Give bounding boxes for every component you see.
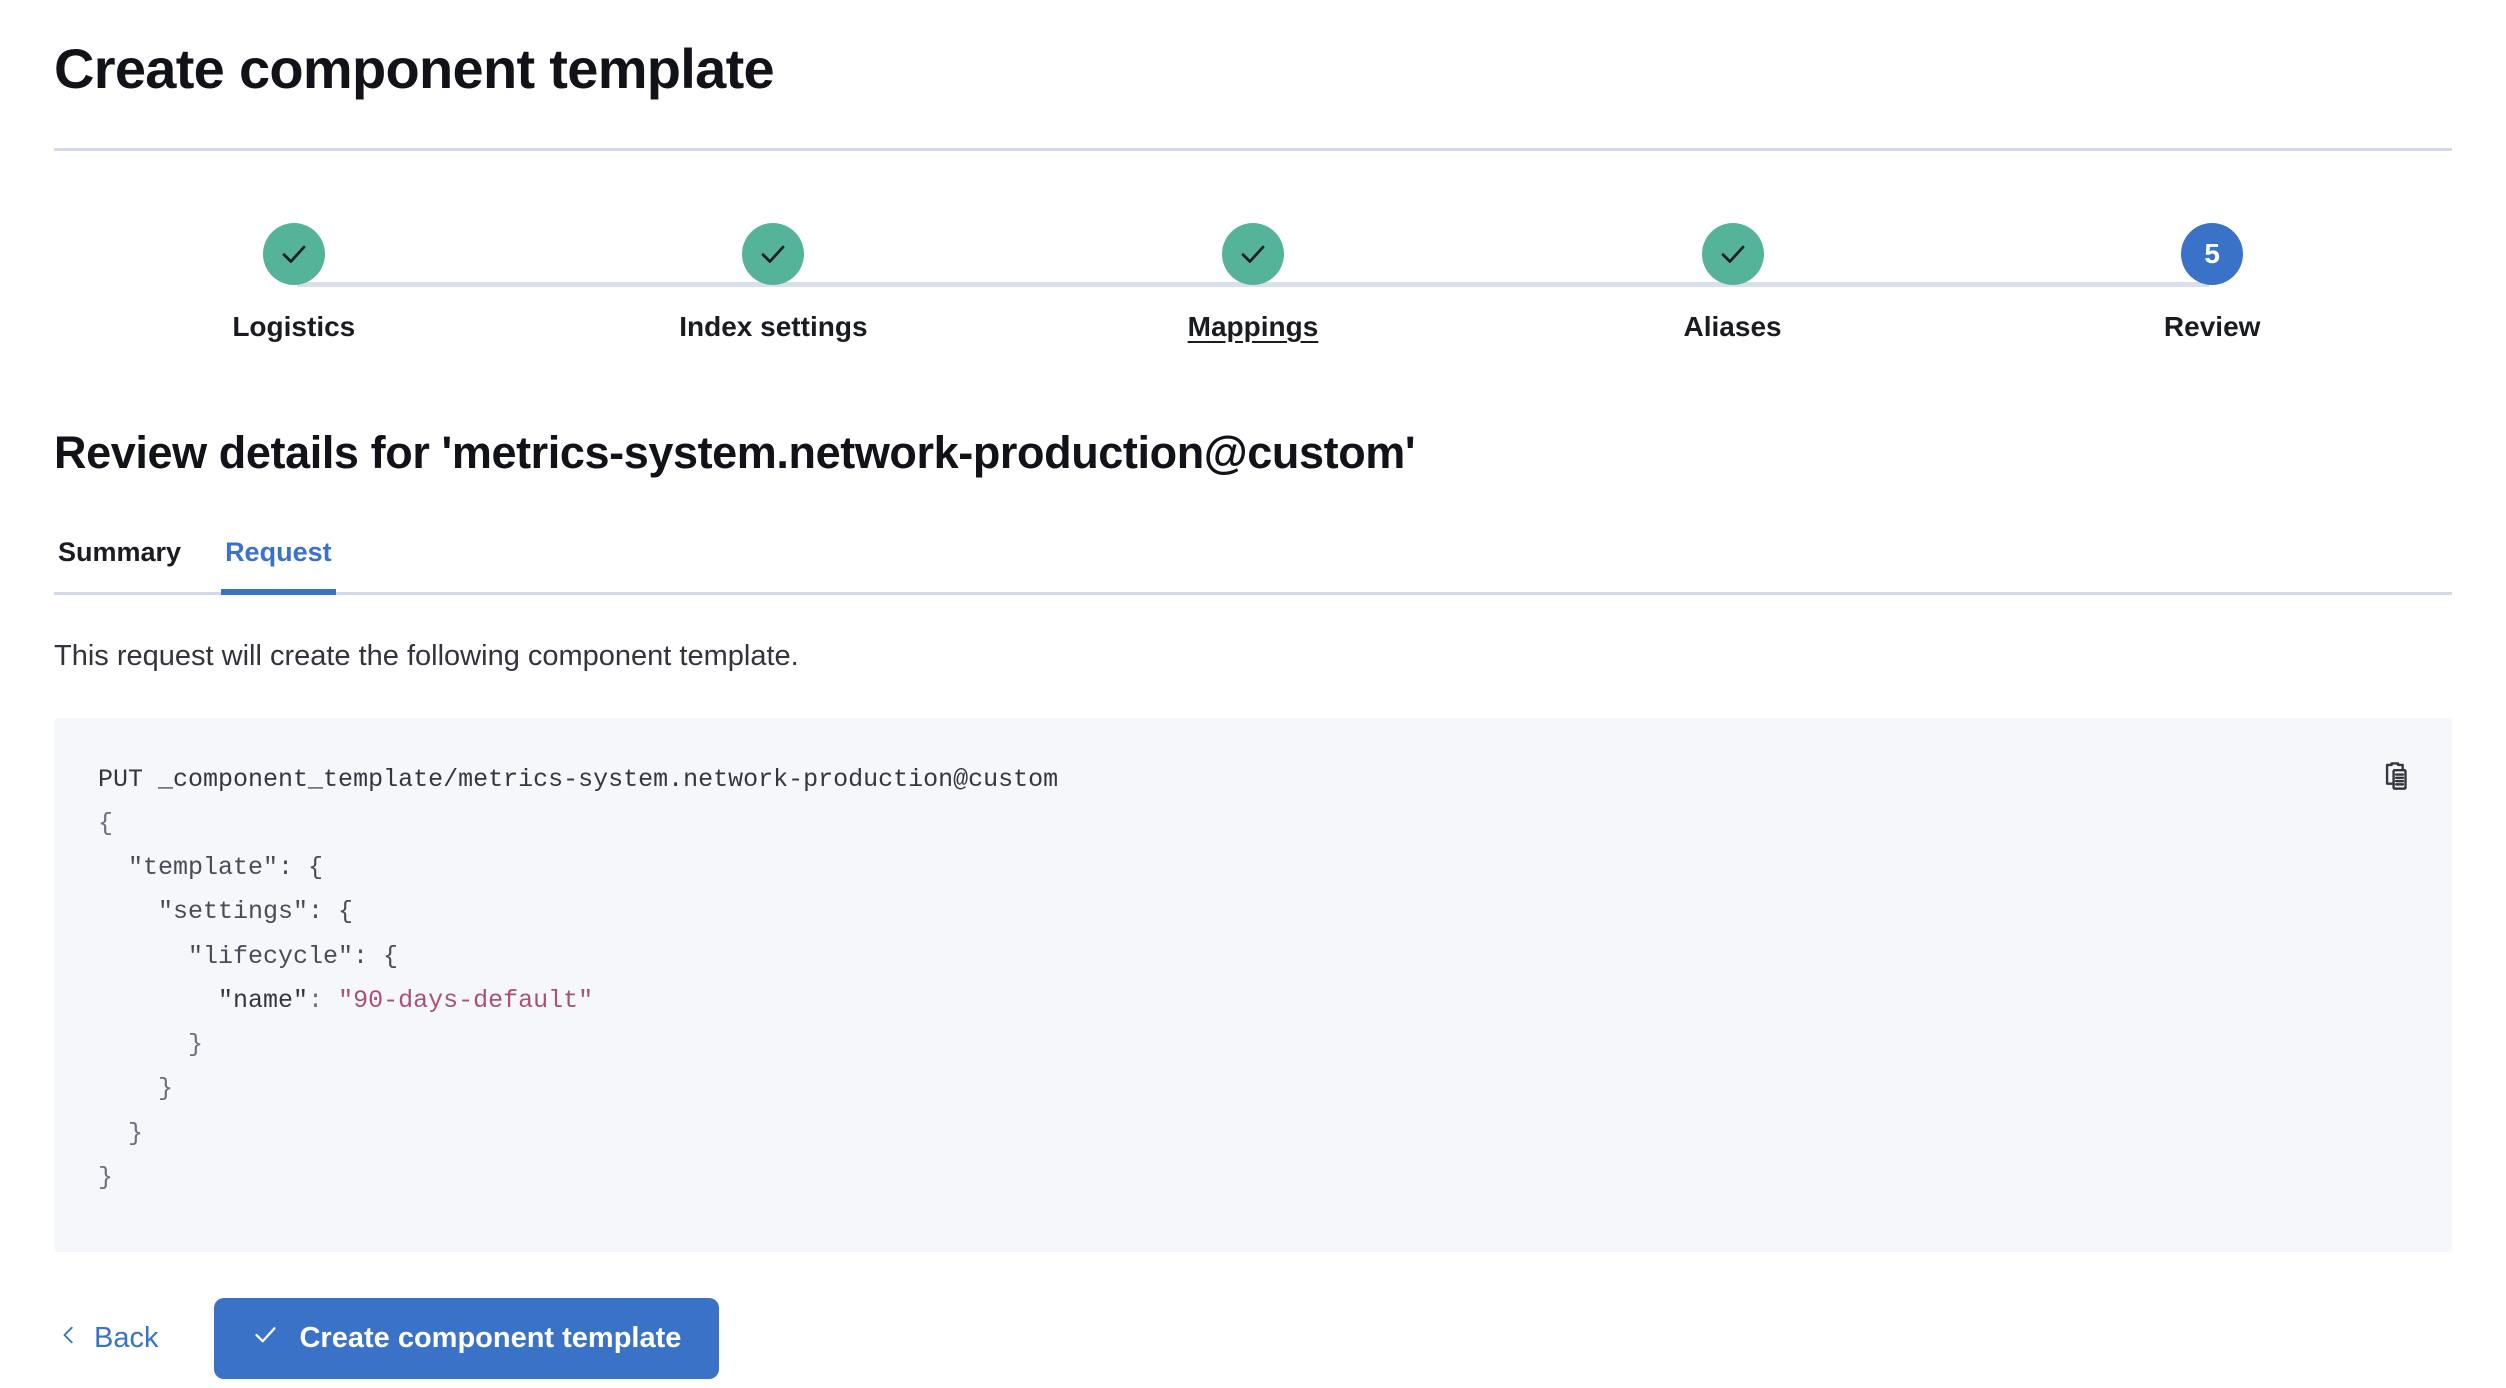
step-logistics[interactable]: Logistics	[54, 222, 534, 343]
request-description: This request will create the following c…	[54, 639, 799, 672]
copy-clipboard-icon[interactable]	[2374, 754, 2420, 800]
wizard-stepper: Logistics Index settings Mappings	[54, 222, 2452, 343]
code-line-template: "template": {	[98, 853, 324, 883]
code-line-settings: "settings": {	[98, 897, 354, 927]
step-review[interactable]: 5 Review	[1972, 222, 2452, 343]
step-review-label: Review	[2163, 310, 2261, 342]
step-mappings[interactable]: Mappings	[1013, 222, 1493, 343]
code-http-method: PUT	[98, 764, 144, 794]
check-icon	[758, 239, 788, 269]
step-aliases[interactable]: Aliases	[1493, 222, 1973, 343]
step-index-settings-circle	[742, 222, 805, 285]
step-logistics-label: Logistics	[232, 310, 356, 342]
code-line-close-root: }	[98, 1162, 114, 1192]
step-mappings-circle	[1221, 222, 1284, 285]
code-line-open-brace: {	[98, 808, 114, 838]
back-button[interactable]: Back	[54, 1316, 162, 1362]
step-review-number: 5	[2204, 237, 2220, 269]
code-lifecycle-name-value: "90-days-default"	[338, 985, 594, 1015]
code-line-name: "name": "90-days-default"	[218, 985, 594, 1015]
tab-summary[interactable]: Summary	[54, 537, 185, 592]
check-icon	[1238, 239, 1268, 269]
check-icon	[252, 1321, 279, 1356]
create-component-template-button-label: Create component template	[299, 1322, 682, 1355]
back-button-label: Back	[94, 1322, 159, 1355]
code-line-lifecycle: "lifecycle": {	[98, 941, 399, 971]
create-component-template-button[interactable]: Create component template	[214, 1298, 720, 1380]
step-index-settings[interactable]: Index settings	[534, 222, 1014, 343]
review-details-heading: Review details for 'metrics-system.netwo…	[54, 426, 1416, 478]
step-mappings-label: Mappings	[1187, 310, 1319, 342]
step-logistics-circle	[262, 222, 325, 285]
code-line-close-settings: }	[98, 1074, 174, 1104]
code-request-path: _component_template/metrics-system.netwo…	[158, 764, 1059, 794]
request-code-block: PUT _component_template/metrics-system.n…	[54, 717, 2452, 1253]
check-icon	[279, 239, 309, 269]
page-title: Create component template	[54, 37, 775, 100]
code-line-close-lifecycle: }	[98, 1030, 204, 1060]
check-icon	[1718, 239, 1748, 269]
review-tabs: Summary Request	[54, 537, 2452, 595]
step-aliases-label: Aliases	[1683, 310, 1782, 342]
request-code: PUT _component_template/metrics-system.n…	[98, 758, 2402, 1201]
step-review-circle: 5	[2181, 222, 2244, 285]
wizard-footer: Back Create component template	[54, 1298, 2452, 1380]
header-divider	[54, 147, 2452, 151]
code-line-close-template: }	[98, 1118, 144, 1148]
chevron-left-icon	[58, 1322, 80, 1356]
step-aliases-circle	[1701, 222, 1764, 285]
tab-request[interactable]: Request	[221, 537, 336, 595]
step-index-settings-label: Index settings	[679, 310, 868, 342]
